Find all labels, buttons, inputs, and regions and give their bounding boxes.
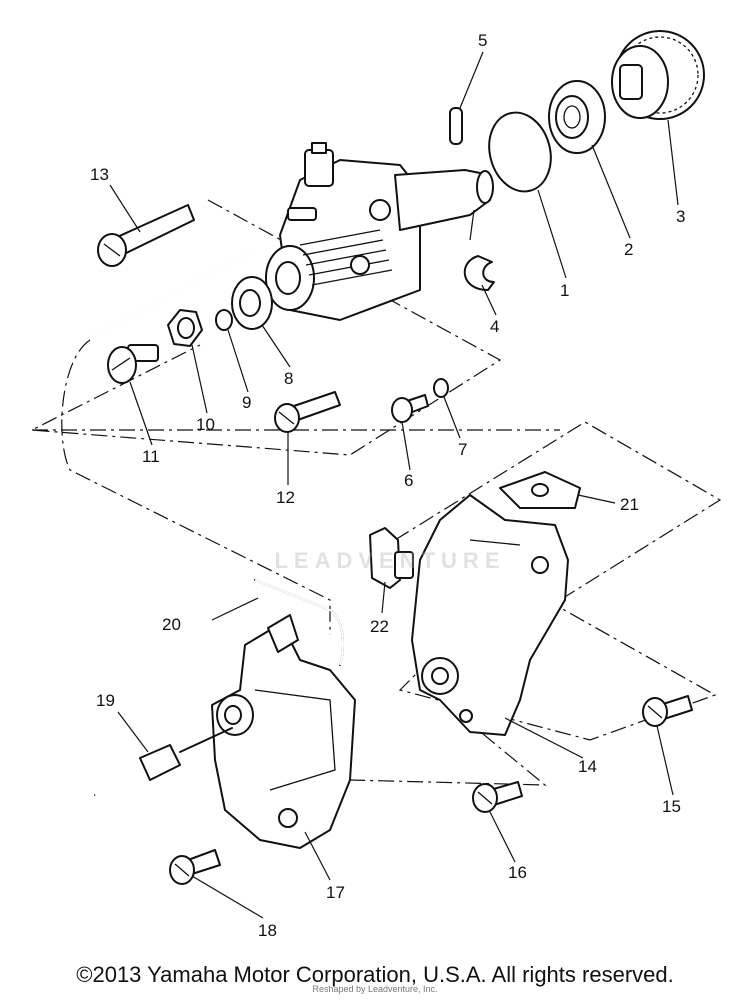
callout-labels: 1 2 3 4 5 6 7 8 9 10 11 12 13 14 15 16 1… (90, 31, 685, 940)
large-washer-part (231, 276, 273, 330)
screw-12-part (274, 391, 341, 433)
bearing-part (548, 80, 606, 154)
pad-22-part (369, 527, 414, 589)
watermark-credit: Reshaped by Leadventure, Inc. (312, 984, 438, 994)
bracket-part (411, 494, 569, 736)
gear-part (611, 30, 705, 120)
clip-part (463, 255, 495, 291)
screw-18-part (169, 849, 221, 885)
callout-9: 9 (242, 393, 251, 412)
callout-13: 13 (90, 165, 109, 184)
pipe-20-part (254, 579, 344, 666)
callout-22: 22 (370, 617, 389, 636)
pin-part (449, 107, 463, 145)
watermark-brand: LEADVENTURE (274, 548, 506, 573)
screw-6-part (391, 394, 429, 423)
callout-19: 19 (96, 691, 115, 710)
assembly-guide-lines (29, 199, 722, 786)
bleed-screw-part (107, 344, 159, 384)
long-bolt-part (97, 204, 195, 267)
callout-15: 15 (662, 797, 681, 816)
callout-4: 4 (490, 317, 499, 336)
screw-15-part (642, 695, 693, 727)
leader-lines (109, 51, 679, 919)
callout-3: 3 (676, 207, 685, 226)
callout-17: 17 (326, 883, 345, 902)
screw-16-part (472, 781, 523, 813)
small-washer-part (215, 309, 233, 331)
callout-8: 8 (284, 369, 293, 388)
oil-pump-body (265, 142, 494, 321)
nut-part (167, 309, 203, 347)
o-ring-part (488, 111, 552, 193)
plate-21-part (499, 471, 581, 509)
callout-21: 21 (620, 495, 639, 514)
callout-6: 6 (404, 471, 413, 490)
callout-2: 2 (624, 240, 633, 259)
cable-19-part (94, 727, 233, 797)
callout-18: 18 (258, 921, 277, 940)
callout-10: 10 (196, 415, 215, 434)
washer-7-part (433, 378, 449, 398)
callout-5: 5 (478, 31, 487, 50)
callout-12: 12 (276, 488, 295, 507)
callout-20: 20 (162, 615, 181, 634)
copyright-notice: ©2013 Yamaha Motor Corporation, U.S.A. A… (76, 962, 674, 987)
callout-14: 14 (578, 757, 597, 776)
callout-7: 7 (458, 440, 467, 459)
rod-part (88, 246, 260, 340)
callout-16: 16 (508, 863, 527, 882)
callout-1: 1 (560, 281, 569, 300)
caliper-housing-part (211, 614, 356, 849)
callout-11: 11 (142, 447, 160, 466)
